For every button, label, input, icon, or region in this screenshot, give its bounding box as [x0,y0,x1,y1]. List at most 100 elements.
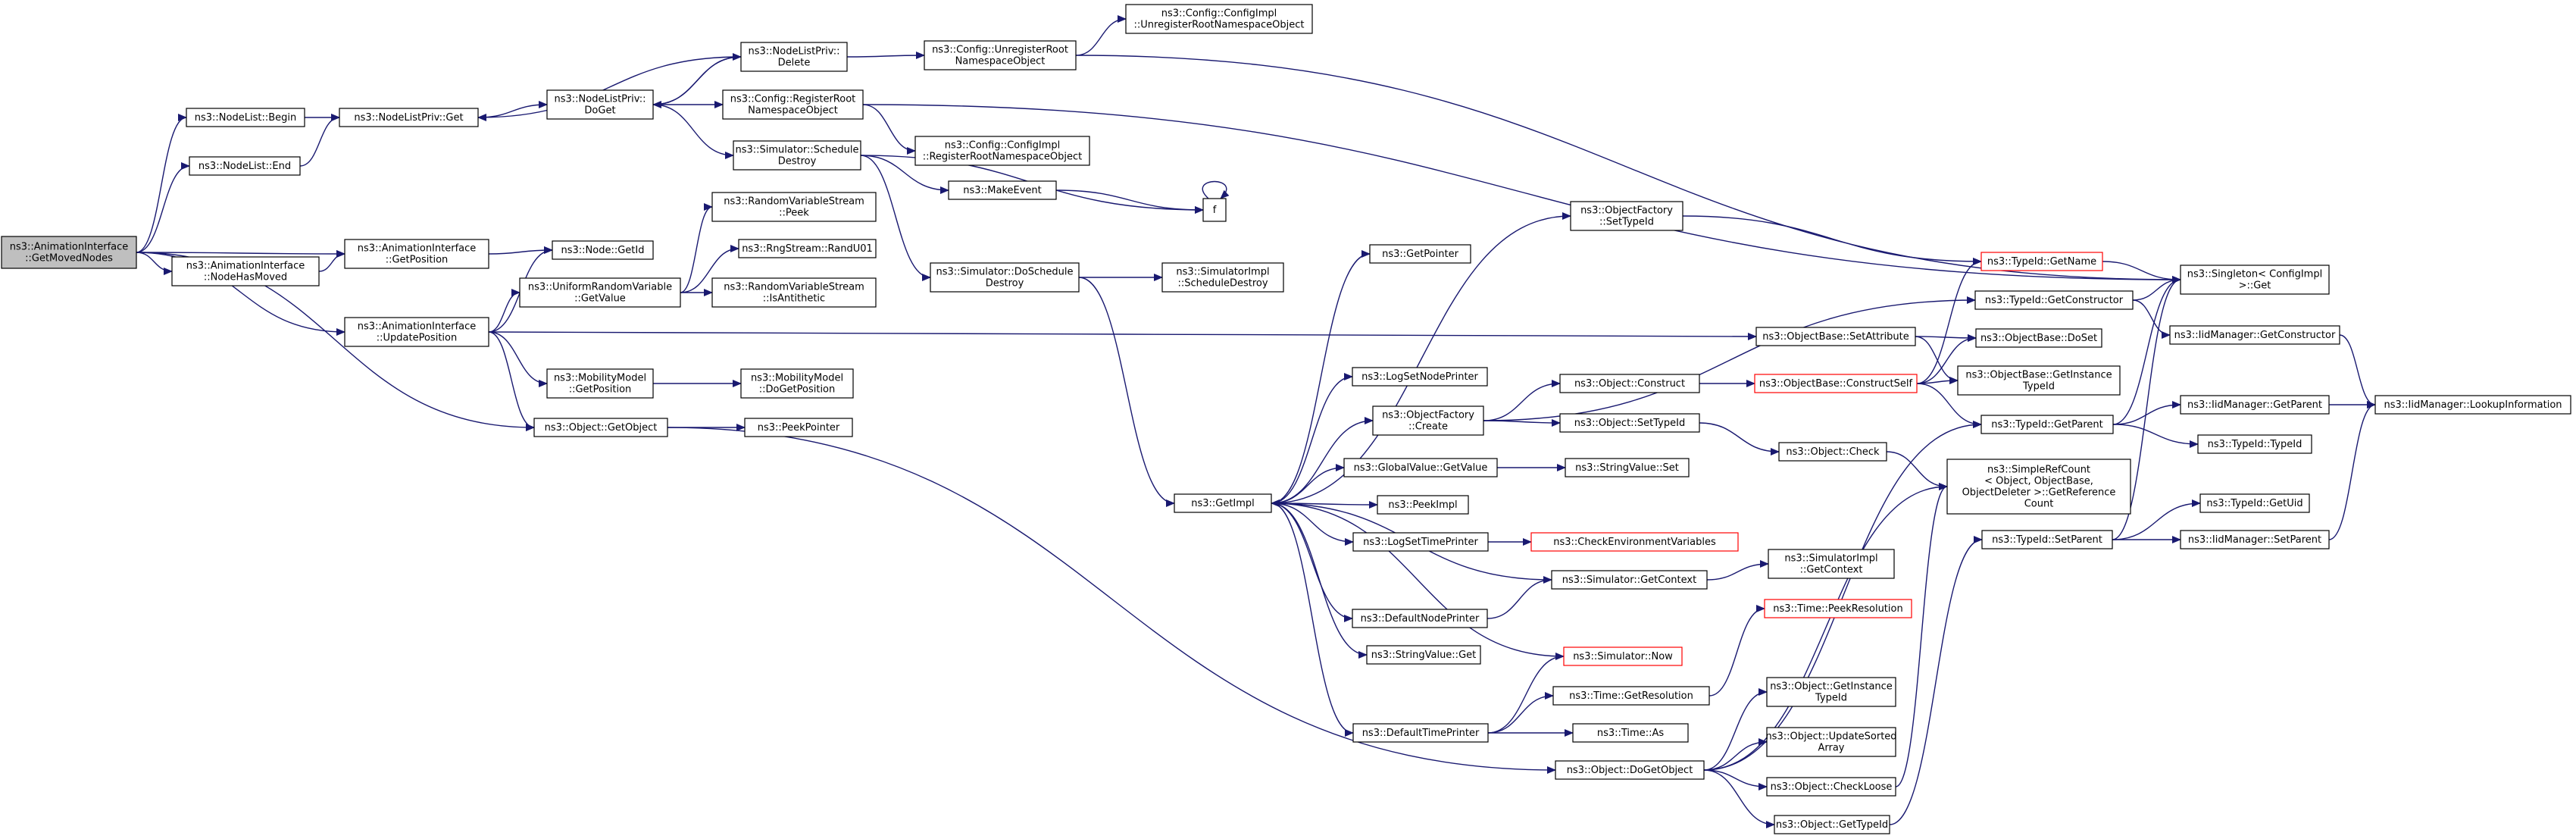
node-label: ::GetPosition [386,255,449,266]
node-objfactory-create[interactable]: ns3::ObjectFactory::Create [1372,405,1484,436]
node-iid-setparent[interactable]: ns3::IidManager::SetParent [2180,530,2330,549]
node-label: ns3::StringValue::Set [1575,462,1679,474]
node-label: ns3::Config::UnregisterRoot [932,45,1068,56]
node-obj-getobject[interactable]: ns3::Object::GetObject [533,418,668,437]
node-nlp-get[interactable]: ns3::NodeListPriv::Get [339,108,479,127]
node-typeid-setparent[interactable]: ns3::TypeId::SetParent [1981,530,2113,549]
node-label: ns3::RngStream::RandU01 [742,243,873,255]
node-cfg-unreg[interactable]: ns3::Config::UnregisterRootNamespaceObje… [924,40,1077,70]
node-peekpointer[interactable]: ns3::PeekPointer [744,418,853,437]
node-simimpl-getcontext[interactable]: ns3::SimulatorImpl::GetContext [1768,549,1895,579]
node-label: ns3::Object::GetInstance [1770,681,1893,693]
node-time-peekres[interactable]: ns3::Time::PeekResolution [1764,599,1912,618]
node-label: ns3::AnimationInterface [358,321,477,333]
node-sim-getcontext[interactable]: ns3::Simulator::GetContext [1551,570,1708,590]
node-peekimpl[interactable]: ns3::PeekImpl [1377,495,1469,515]
node-box [1343,458,1498,477]
node-ob-constructself[interactable]: ns3::ObjectBase::ConstructSelf [1754,374,1918,393]
node-cfg-reg[interactable]: ns3::Config::RegisterRootNamespaceObject [722,89,864,120]
call-edge-ai_getposition-to-node_getid [488,246,553,255]
node-nodelist-begin[interactable]: ns3::NodeList::Begin [186,108,305,127]
node-simimpl-scheduledestroy[interactable]: ns3::SimulatorImpl::ScheduleDestroy [1161,262,1284,293]
node-box [1559,413,1700,433]
node-globalvalue-getvalue[interactable]: ns3::GlobalValue::GetValue [1343,458,1498,477]
node-ai-nodehasmoved[interactable]: ns3::AnimationInterface::NodeHasMoved [171,256,320,286]
node-singleton-get[interactable]: ns3::Singleton< ConfigImpl >::Get [2180,265,2330,295]
node-label: ::Create [1408,421,1448,433]
node-typeid-getconstructor[interactable]: ns3::TypeId::GetConstructor [1974,290,2134,310]
node-rvs-isantithetic[interactable]: ns3::RandomVariableStream::IsAntithetic [711,277,877,308]
node-iid-lookupinfo[interactable]: ns3::IidManager::LookupInformation [2374,395,2571,415]
node-typeid-getuid[interactable]: ns3::TypeId::GetUid [2199,493,2310,513]
node-box [1755,327,1916,346]
node-obj-check[interactable]: ns3::Object::Check [1778,442,1887,462]
node-sim-now[interactable]: ns3::Simulator::Now [1563,646,1683,666]
node-makeevent[interactable]: ns3::MakeEvent [948,180,1057,200]
node-getpointer[interactable]: ns3::GetPointer [1369,244,1471,264]
node-ai-updateposition[interactable]: ns3::AnimationInterface::UpdatePosition [344,317,489,347]
node-box [1980,252,2103,271]
node-label: ns3::LogSetNodePrinter [1361,371,1478,383]
node-ai-getposition[interactable]: ns3::AnimationInterface::GetPosition [344,239,489,269]
node-nodelist-end[interactable]: ns3::NodeList::End [189,156,301,176]
node-cfgimpl-unreg[interactable]: ns3::Config::ConfigImpl::UnregisterRootN… [1125,4,1313,34]
node-box [533,418,668,437]
node-obj-gettypeid[interactable]: ns3::Object::GetTypeId [1774,815,1890,834]
node-stringvalue-get[interactable]: ns3::StringValue::Get [1366,645,1481,665]
node-label: NamespaceObject [748,105,838,117]
node-obj-checkloose[interactable]: ns3::Object::CheckLoose [1766,777,1896,797]
node-stringvalue-set[interactable]: ns3::StringValue::Set [1565,458,1690,477]
node-typeid-getparent[interactable]: ns3::TypeId::GetParent [1980,415,2114,434]
node-simplerefcount[interactable]: ns3::SimpleRefCount< Object, ObjectBase,… [1946,459,2131,515]
node-time-as[interactable]: ns3::Time::As [1572,723,1689,743]
node-rvs-peek[interactable]: ns3::RandomVariableStream::Peek [711,192,877,222]
node-obj-construct[interactable]: ns3::Object::Construct [1559,374,1700,393]
node-ob-setattribute[interactable]: ns3::ObjectBase::SetAttribute [1755,327,1916,346]
call-edge-nlp_delete-to-cfg_unreg [846,52,925,60]
node-rng-randu01[interactable]: ns3::RngStream::RandU01 [738,239,877,258]
node-root[interactable]: ns3::AnimationInterface::GetMovedNodes [1,236,137,269]
node-mm-dogetposition[interactable]: ns3::MobilityModel::DoGetPosition [740,368,854,399]
node-label: ns3::UniformRandomVariable [528,282,672,293]
node-nlp-doget[interactable]: ns3::NodeListPriv::DoGet [546,89,654,120]
node-box [1766,677,1896,707]
node-node-getid[interactable]: ns3::Node::GetId [552,240,654,260]
node-iid-getparent[interactable]: ns3::IidManager::GetParent [2180,395,2330,415]
node-sim-schedule-destroy[interactable]: ns3::Simulator::ScheduleDestroy [733,140,861,171]
node-label: ns3::IidManager::GetParent [2187,399,2322,411]
node-time-getres[interactable]: ns3::Time::GetResolution [1552,686,1710,706]
call-edge-sim_now-to-getimpl [1271,499,1565,657]
node-nlp-delete[interactable]: ns3::NodeListPriv::Delete [740,42,848,72]
node-box [1552,686,1710,706]
node-box [738,239,877,258]
node-iid-getconstructor[interactable]: ns3::IidManager::GetConstructor [2169,325,2340,345]
node-label: ns3::Node::GetId [561,245,645,256]
node-label: ns3::TypeId::GetConstructor [1985,295,2124,306]
node-defaultnodeprinter[interactable]: ns3::DefaultNodePrinter [1352,609,1488,628]
call-edge-root-to-nodelist_begin [136,114,187,253]
call-edge-ob_constructself-to-ob_doset [1916,334,1977,384]
node-logtimeprinter[interactable]: ns3::LogSetTimePrinter [1352,532,1489,552]
node-objfactory-settypeid[interactable]: ns3::ObjectFactory::SetTypeId [1570,201,1683,231]
node-lognodeprinter[interactable]: ns3::LogSetNodePrinter [1352,367,1488,387]
node-checkenv[interactable]: ns3::CheckEnvironmentVariables [1530,532,1739,552]
node-f[interactable]: f [1202,198,1227,222]
node-obj-settypeid[interactable]: ns3::Object::SetTypeId [1559,413,1700,433]
node-label: ::NodeHasMoved [204,272,287,283]
node-label: ns3::SimulatorImpl [1176,267,1269,278]
node-typeid-getname[interactable]: ns3::TypeId::GetName [1980,252,2103,271]
node-obj-dogetobject[interactable]: ns3::Object::DoGetObject [1555,760,1705,780]
node-defaulttimeprinter[interactable]: ns3::DefaultTimePrinter [1352,723,1489,743]
node-urv-getvalue[interactable]: ns3::UniformRandomVariable::GetValue [519,277,681,308]
node-label: ns3::IidManager::LookupInformation [2384,399,2562,411]
node-getimpl[interactable]: ns3::GetImpl [1174,493,1272,513]
node-typeid-typeid[interactable]: ns3::TypeId::TypeId [2197,434,2312,454]
node-ob-doset[interactable]: ns3::ObjectBase::DoSet [1975,328,2102,348]
node-box [1764,599,1912,618]
node-mm-getposition[interactable]: ns3::MobilityModel::GetPosition [546,368,654,399]
node-cfgimpl-reg[interactable]: ns3::Config::ConfigImpl::RegisterRootNam… [914,136,1090,166]
